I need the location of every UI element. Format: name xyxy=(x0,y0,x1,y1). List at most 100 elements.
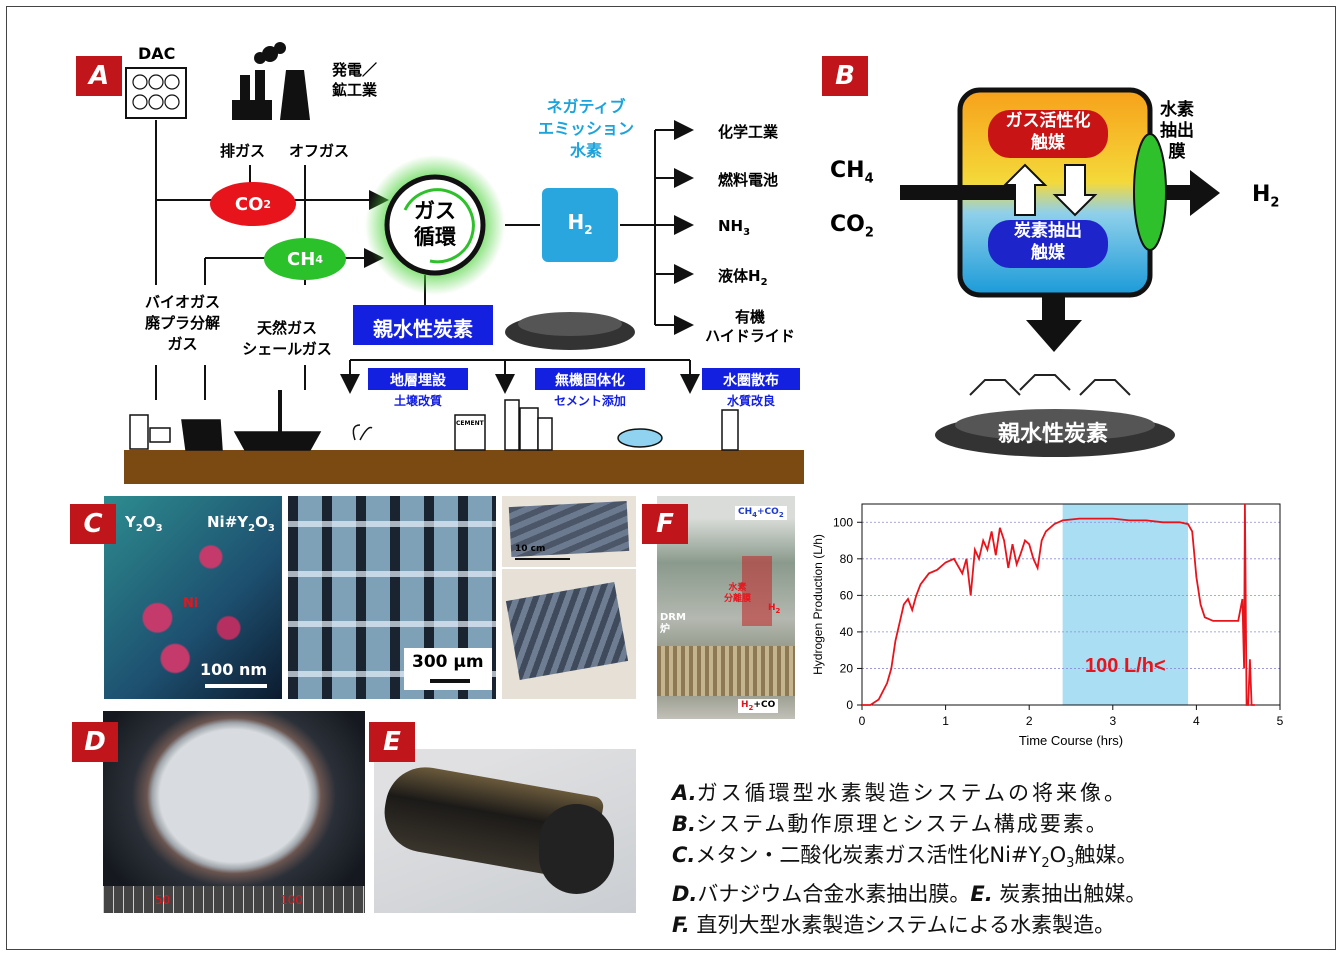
scale-300um: 300 μm xyxy=(412,652,484,672)
carbon-catalyst-label: 炭素抽出 触媒 xyxy=(1014,221,1082,263)
output-nh3: NH3 xyxy=(718,217,751,238)
cow-icon xyxy=(181,419,223,451)
off-gas-label: オフガス xyxy=(289,142,350,160)
plot-frame xyxy=(861,503,1281,706)
y2o3-label: Y2O3 xyxy=(125,513,163,534)
cement-bag-label: CEMENT xyxy=(456,420,484,427)
ni-y2o3-label: Ni#Y2O3 xyxy=(207,513,275,534)
hydrogen-chart: 0 20 40 60 80 100 0 1 2 3 4 5 100 L/h< Time Course (h… xyxy=(811,503,1284,748)
use-water-title: 水圏散布 xyxy=(723,373,779,389)
product-label: H2+CO xyxy=(738,699,779,713)
caption-line-c: C.メタン・二酸化炭素ガス活性化Ni#Y2O3触媒。 xyxy=(672,843,1138,872)
power-mining-label: 発電／ 鉱工業 xyxy=(332,61,378,99)
panel-b-label: B xyxy=(822,56,868,96)
ni-label: Ni xyxy=(183,596,199,611)
water-icon xyxy=(617,428,663,448)
ground-strip xyxy=(124,450,804,484)
panel-f-label: F xyxy=(642,504,688,544)
y-tick-label: 60 xyxy=(840,588,854,602)
x-tick-label: 4 xyxy=(1193,714,1200,728)
scale-bar-3 xyxy=(515,558,570,560)
dac-label: DAC xyxy=(138,44,176,63)
biogas-label: バイオガス 廃プラ分解 ガス xyxy=(144,293,220,353)
h2-photo-label: H2 xyxy=(768,603,781,615)
output-fuel-cell: 燃料電池 xyxy=(718,171,779,189)
caption-line-de: D.バナジウム合金水素抽出膜。E. 炭素抽出触媒。 xyxy=(672,882,1147,907)
y-tick-label: 20 xyxy=(840,661,854,675)
membrane-label: 水素 抽出 膜 xyxy=(1160,100,1194,162)
scale-100nm: 100 nm xyxy=(200,660,268,679)
use-inorganic-title: 無機固体化 xyxy=(555,373,625,389)
y-axis-label: Hydrogen Production (L/h) xyxy=(811,534,825,675)
y-tick-label: 100 xyxy=(833,515,853,529)
h2-label: H2 xyxy=(567,210,593,237)
panel-b-diagram xyxy=(900,87,1220,457)
y-tick-label: 80 xyxy=(840,552,854,566)
natural-gas-label: 天然ガス シェールガス xyxy=(242,319,332,358)
caption-line-b: B.システム動作原理とシステム構成要素。 xyxy=(672,812,1109,836)
h2-box xyxy=(542,188,618,262)
cement-bag-icon xyxy=(454,414,486,451)
building-icon xyxy=(504,399,520,451)
tem-image xyxy=(104,496,282,699)
panel-d-label: D xyxy=(72,722,118,762)
ruler-50: 50 xyxy=(155,893,171,907)
use-water-sub: 水質改良 xyxy=(726,394,775,408)
carbon-catalyst-photo xyxy=(374,749,636,913)
output-liquid-h2: 液体H2 xyxy=(718,267,768,288)
gas-cycle-label: ガス 循環 xyxy=(414,199,456,249)
scale-bar-1 xyxy=(205,684,267,688)
catalyst-photo xyxy=(502,496,636,699)
b-carbon-label: 親水性炭素 xyxy=(998,422,1109,447)
membrane-photo-label: 水素 分離膜 xyxy=(724,583,752,604)
b-co2-label: CO2 xyxy=(830,212,874,241)
use-inorganic-sub: セメント添加 xyxy=(554,394,626,408)
x-axis-label: Time Course (hrs) xyxy=(1019,733,1123,748)
oil-rig-icon xyxy=(233,431,322,451)
b-h2-label: H2 xyxy=(1252,182,1280,211)
use-geologic-sub: 土壌改質 xyxy=(393,394,442,408)
hydrophilic-carbon-label: 親水性炭素 xyxy=(373,317,473,341)
y-tick-label: 40 xyxy=(840,625,854,639)
panel-a-diagram xyxy=(124,42,804,484)
x-tick-label: 0 xyxy=(859,714,866,728)
scale-box-2 xyxy=(404,648,492,690)
x-tick-label: 5 xyxy=(1277,714,1284,728)
y-tick-label: 0 xyxy=(846,698,853,712)
tank-icon xyxy=(721,409,739,451)
vanadium-membrane-photo xyxy=(103,711,365,913)
feed-label: CH4+CO2 xyxy=(735,506,787,520)
scale-bar-2 xyxy=(430,679,470,683)
carbon-catalyst-capsule xyxy=(988,220,1108,268)
panel-e-label: E xyxy=(369,722,415,762)
x-tick-label: 3 xyxy=(1109,714,1116,728)
hydrogen-series-line xyxy=(862,503,1255,706)
membrane-icon xyxy=(1133,133,1167,251)
plant-photo xyxy=(657,496,795,719)
caption-line-f: F. 直列大型水素製造システムによる水素製造。 xyxy=(672,913,1116,938)
sprout-icon xyxy=(352,424,373,441)
highlight-label: 100 L/h< xyxy=(1085,655,1166,677)
factory-icon xyxy=(232,42,310,120)
output-organic-hydride: 有機 ハイドライド xyxy=(705,308,795,345)
x-tick-label: 1 xyxy=(942,714,949,728)
panel-a-label: A xyxy=(76,56,122,96)
negative-emission-label: ネガティブ エミッション 水素 xyxy=(537,97,634,160)
drm-furnace-label: DRM 炉 xyxy=(660,612,686,635)
hydrophilic-carbon-box xyxy=(353,305,493,345)
panel-c-label: C xyxy=(70,504,116,544)
b-ch4-label: CH4 xyxy=(830,158,874,187)
caption-line-a: A.ガス循環型水素製造システムの将来像。 xyxy=(672,781,1128,805)
figure-caption: A.ガス循環型水素製造システムの将来像。 B.システム動作原理とシステム構成要素… xyxy=(672,778,1312,941)
gas-catalyst-label: ガス活性化 触媒 xyxy=(1005,111,1091,153)
highlight-region xyxy=(1062,504,1189,705)
bottle-icon xyxy=(129,414,149,450)
output-chemical: 化学工業 xyxy=(718,123,779,141)
x-tick-label: 2 xyxy=(1026,714,1033,728)
ruler-100: 100 xyxy=(280,893,303,907)
figure-frame xyxy=(6,6,1336,950)
gas-catalyst-capsule xyxy=(988,110,1108,158)
scale-10cm: 10 cm xyxy=(515,544,546,554)
